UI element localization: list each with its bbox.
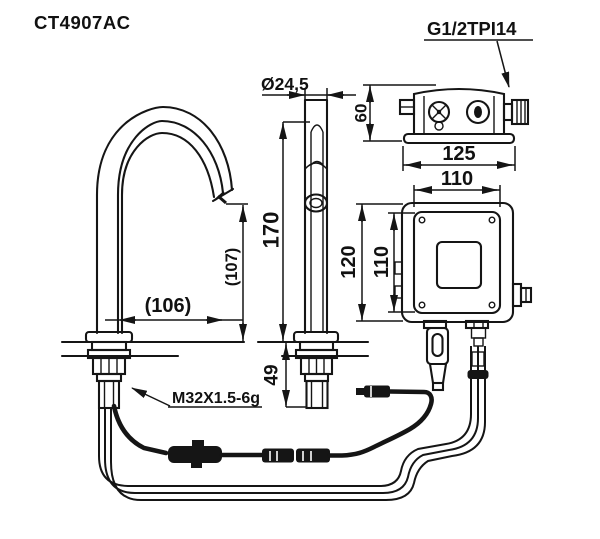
inline-plug-b xyxy=(296,448,330,463)
spout-base xyxy=(84,330,134,410)
control-box-front-view xyxy=(394,201,533,392)
dim-box-depth: 60 xyxy=(352,104,371,123)
sensor-window xyxy=(303,193,329,213)
box-top-flange xyxy=(402,132,516,145)
dim-box-height: 120 xyxy=(338,245,360,278)
sensor-lens xyxy=(435,240,483,290)
supply-thread-label: G1/2TPI14 xyxy=(427,18,517,39)
supply-hoses xyxy=(98,320,489,501)
dimension-box-mount-height-110: 110 xyxy=(371,212,415,313)
dim-outlet-height: (107) xyxy=(223,248,241,287)
dim-box-mount-width: 110 xyxy=(441,168,473,190)
inlet-port xyxy=(465,99,491,125)
pipe-diameter-label: Ø24,5 xyxy=(261,74,309,94)
mount-thread-label: M32X1.5-6g xyxy=(172,390,260,407)
dimension-outlet-height-107: (107) xyxy=(223,203,248,341)
spout-front-view xyxy=(292,98,340,410)
spout-side-view xyxy=(84,105,235,410)
dimension-pipe-height-170: 170 xyxy=(259,121,310,341)
dimension-spout-reach-106: (106) xyxy=(105,295,243,324)
outlet-fitting-side xyxy=(511,282,533,308)
pipe-base xyxy=(292,330,340,410)
control-box-top-view xyxy=(398,87,530,145)
hose-ferrule xyxy=(471,351,485,367)
box-bottom-connector xyxy=(425,326,450,392)
sensor-cable xyxy=(111,385,434,468)
cable-connector-block xyxy=(168,446,222,463)
supply-fitting xyxy=(502,98,530,126)
mount-thread-callout: M32X1.5-6g xyxy=(131,387,262,408)
indicator-hole xyxy=(434,121,444,131)
dim-pipe-height: 170 xyxy=(259,212,284,249)
dimension-box-mount-width-110: 110 xyxy=(413,168,501,207)
dimension-box-depth-60: 60 xyxy=(352,84,436,142)
cable-end-plug xyxy=(364,385,390,398)
dim-under-counter: 49 xyxy=(262,364,283,385)
dim-spout-reach: (106) xyxy=(145,295,192,317)
dim-box-mount-height: 110 xyxy=(371,246,393,278)
inline-plug-a xyxy=(262,448,294,463)
dim-box-width: 125 xyxy=(442,143,475,165)
dimension-box-height-120: 120 xyxy=(338,203,403,322)
dimension-under-counter-49: 49 xyxy=(262,343,306,408)
model-label: CT4907AC xyxy=(34,12,131,33)
hose-clip xyxy=(467,370,489,379)
dimension-box-width-125: 125 xyxy=(402,143,516,171)
dimension-pipe-diameter: Ø24,5 xyxy=(261,74,356,99)
supply-thread-callout: G1/2TPI14 xyxy=(424,18,533,88)
